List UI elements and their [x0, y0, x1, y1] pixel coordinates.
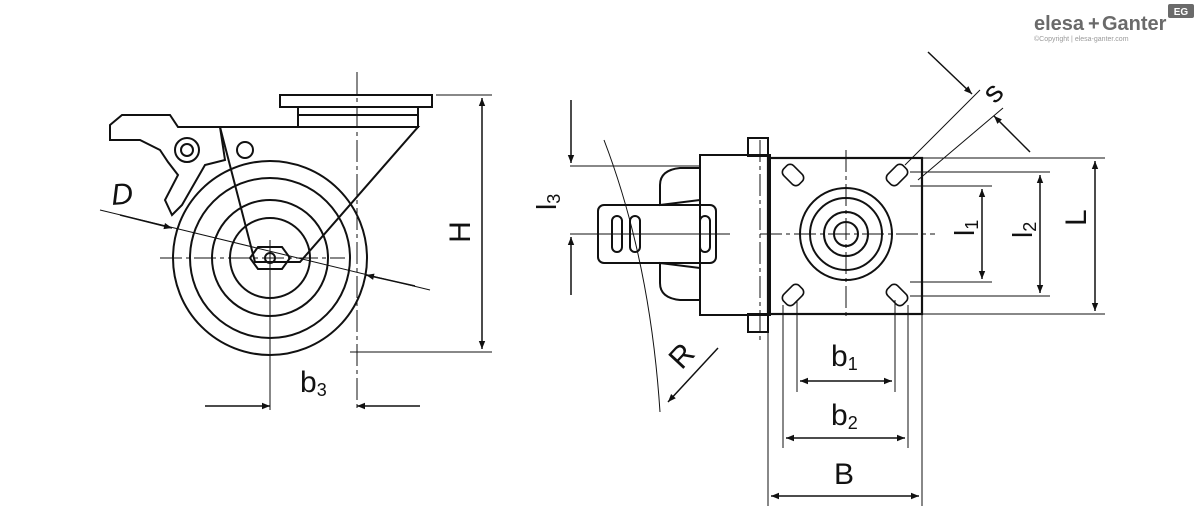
top-plate	[279, 94, 433, 108]
s-ext-1	[904, 89, 981, 166]
label-b2: b2	[831, 399, 858, 433]
hole-top-left	[781, 163, 805, 187]
label-D: D	[110, 178, 134, 212]
bearing-ring-lower	[297, 114, 419, 128]
label-H: H	[444, 221, 477, 243]
label-L: L	[1060, 209, 1093, 226]
fork-body	[218, 126, 421, 263]
fork-rivet	[236, 141, 254, 159]
mounting-plate	[766, 156, 924, 316]
swivel-arc	[603, 139, 661, 413]
brake-arm-top	[659, 167, 701, 207]
s-ext-2	[917, 107, 1004, 181]
label-B: B	[834, 458, 854, 491]
brake-pivot	[174, 137, 200, 163]
label-R: R	[663, 337, 702, 375]
hole-bottom-right	[885, 283, 909, 307]
brake-arm-bottom	[659, 261, 701, 301]
logo-badge: EG	[1174, 7, 1189, 18]
bearing-ring	[297, 106, 419, 116]
brand-logo: elesa + Ganter EG ©Copyright | elesa-gan…	[1034, 4, 1194, 43]
logo-badge-box	[1168, 4, 1194, 18]
fork-top-body	[699, 154, 771, 316]
logo-plus: +	[1088, 13, 1100, 35]
hole-bottom-left	[781, 283, 805, 307]
hole-top-right	[885, 163, 909, 187]
label-b1: b1	[831, 340, 858, 374]
s-arrow-top	[927, 51, 973, 95]
nut-top	[747, 137, 769, 157]
logo-copyright: ©Copyright | elesa-ganter.com	[1034, 35, 1129, 43]
side-view	[99, 72, 492, 410]
logo-brand-right: Ganter	[1102, 13, 1167, 35]
label-l1: l1	[949, 220, 982, 236]
brake-lever	[109, 114, 227, 217]
top-view	[567, 51, 1105, 506]
label-l3: l3	[531, 194, 564, 210]
nut-bottom	[747, 313, 769, 333]
label-s: s	[976, 76, 1010, 109]
label-l2: l2	[1007, 222, 1040, 238]
diameter-arrow-left	[119, 214, 173, 230]
radius-dim-line	[667, 347, 719, 403]
s-arrow-bottom	[993, 115, 1031, 153]
label-b3: b3	[300, 366, 327, 400]
logo-brand-left: elesa	[1034, 13, 1085, 35]
brake-pivot-inner	[180, 143, 194, 157]
diameter-arrow-right	[365, 273, 416, 287]
